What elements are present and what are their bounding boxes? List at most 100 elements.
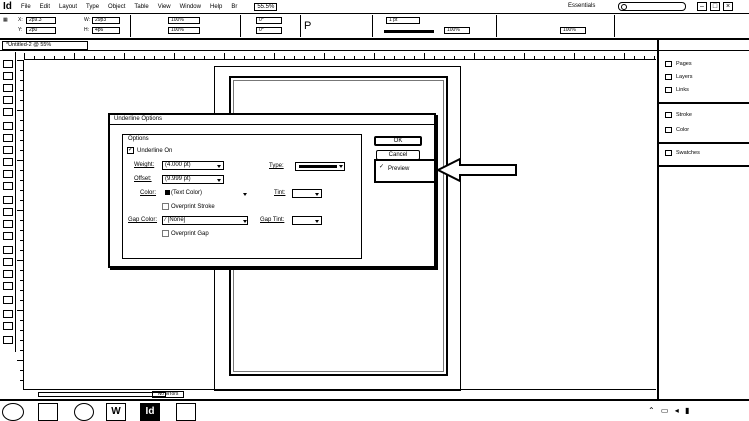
shear-field[interactable]: 0° <box>256 27 282 34</box>
menu-layout[interactable]: Layout <box>59 3 78 10</box>
start-icon[interactable] <box>2 403 24 421</box>
gap-tint-field[interactable] <box>292 216 322 225</box>
type-select[interactable] <box>295 162 345 171</box>
note-tool-icon[interactable] <box>3 246 13 254</box>
scissors-tool-icon[interactable] <box>3 196 13 204</box>
chevron-down-icon[interactable] <box>315 193 319 196</box>
pen-tool-icon[interactable] <box>3 146 13 154</box>
eyedropper-tool-icon[interactable] <box>3 258 13 266</box>
y-field[interactable]: 2p0 <box>26 27 56 34</box>
stroke-tint-field[interactable]: 100% <box>444 27 470 34</box>
menu-edit[interactable]: Edit <box>39 3 51 10</box>
preflight-status[interactable]: No errors <box>152 391 184 398</box>
color-select[interactable]: (Text Color) <box>162 189 248 198</box>
h-field[interactable]: 4p6 <box>92 27 120 34</box>
hand-tool-icon[interactable] <box>3 270 13 278</box>
menu-window[interactable]: Window <box>179 3 201 10</box>
ok-button[interactable]: OK <box>374 136 422 146</box>
gap-color-select[interactable]: ⁄ [None] <box>162 216 248 225</box>
panel-stroke[interactable]: Stroke <box>665 110 692 120</box>
menu-type[interactable]: Type <box>86 3 100 10</box>
formatting-container-icon[interactable] <box>3 310 13 318</box>
stroke-weight-field[interactable]: 1 pt <box>386 17 420 24</box>
menu-file[interactable]: File <box>21 3 31 10</box>
pencil-tool-icon[interactable] <box>3 158 13 166</box>
paint-icon[interactable] <box>176 403 196 421</box>
panel-links[interactable]: Links <box>665 85 689 95</box>
menu-help[interactable]: Help <box>209 3 223 10</box>
reference-point-icon[interactable]: ▦ <box>3 17 8 23</box>
screen-mode-icon[interactable] <box>3 336 13 344</box>
direct-selection-tool-icon[interactable] <box>3 72 13 80</box>
line-tool-icon[interactable] <box>3 134 13 142</box>
type-on-path-icon[interactable]: P <box>304 20 312 32</box>
overprint-gap-checkbox[interactable] <box>162 230 169 237</box>
scale-y-field[interactable]: 100% <box>168 27 200 34</box>
gradient-swatch-tool-icon[interactable] <box>3 220 13 228</box>
chevron-down-icon[interactable] <box>315 220 319 223</box>
offset-label: Offset: <box>134 176 152 182</box>
system-tray-icons[interactable]: ⌃ ▭ ◂ ▮ <box>648 406 692 415</box>
preview-checkbox[interactable]: ✓ <box>378 164 385 170</box>
search-input[interactable] <box>618 2 686 11</box>
word-icon[interactable]: W <box>106 403 126 421</box>
file-explorer-icon[interactable] <box>38 403 58 421</box>
ruler-tick <box>54 56 55 60</box>
ruler-tick <box>574 53 575 60</box>
minimize-icon[interactable]: – <box>697 2 707 11</box>
panel-swatches[interactable]: Swatches <box>665 148 700 158</box>
close-icon[interactable]: × <box>723 2 733 11</box>
panel-pages[interactable]: Pages <box>665 59 692 69</box>
menu-object[interactable]: Object <box>108 3 126 10</box>
preview-label: Preview <box>388 166 410 172</box>
menu-table[interactable]: Table <box>134 3 149 10</box>
options-group <box>122 134 362 259</box>
weight-field[interactable]: (4.000 pt) <box>162 161 224 170</box>
bridge-icon[interactable]: Br <box>231 3 238 10</box>
horizontal-scrollbar[interactable] <box>38 392 166 397</box>
chrome-icon[interactable] <box>74 403 94 421</box>
fill-stroke-icon[interactable] <box>3 296 13 304</box>
gap-tool-icon[interactable] <box>3 96 13 104</box>
selection-tool-icon[interactable] <box>3 60 13 68</box>
indesign-icon[interactable]: Id <box>140 403 160 421</box>
chevron-down-icon[interactable] <box>339 165 343 168</box>
maximize-icon[interactable]: □ <box>710 2 720 11</box>
x-field[interactable]: 2p9.3 <box>26 17 56 24</box>
overprint-stroke-checkbox[interactable] <box>162 203 169 210</box>
zoom-tool-icon[interactable] <box>3 282 13 290</box>
ruler-tick <box>474 53 475 60</box>
free-transform-tool-icon[interactable] <box>3 208 13 216</box>
gradient-feather-tool-icon[interactable] <box>3 232 13 240</box>
workspace-switcher[interactable]: Essentials <box>568 3 596 9</box>
rectangle-frame-tool-icon[interactable] <box>3 170 13 178</box>
apply-color-icon[interactable] <box>3 322 13 330</box>
w-field[interactable]: 29p3 <box>92 17 120 24</box>
panel-color[interactable]: Color <box>665 125 689 135</box>
page-tool-icon[interactable] <box>3 84 13 92</box>
zoom-level[interactable]: 55.5% <box>254 2 278 11</box>
type-tool-icon[interactable] <box>3 122 13 130</box>
dialog-title[interactable]: Underline Options <box>110 115 434 125</box>
content-collector-icon[interactable] <box>3 108 13 116</box>
ruler-tick <box>204 56 205 60</box>
chevron-down-icon[interactable] <box>243 220 247 223</box>
ruler-tick <box>17 160 24 161</box>
tint-field[interactable] <box>292 189 322 198</box>
panel-layers[interactable]: Layers <box>665 72 693 82</box>
stroke-type-swatch[interactable] <box>384 30 434 33</box>
document-tab[interactable]: *Untitled-2 @ 55% <box>2 41 88 50</box>
chevron-down-icon[interactable] <box>217 165 221 168</box>
chevron-down-icon[interactable] <box>217 179 221 182</box>
rectangle-tool-icon[interactable] <box>3 182 13 190</box>
opacity-field[interactable]: 100% <box>560 27 586 34</box>
chevron-down-icon[interactable] <box>243 193 247 196</box>
offset-field[interactable]: (9.999 pt) <box>162 175 224 184</box>
rotate-field[interactable]: 0° <box>256 17 282 24</box>
ruler-tick <box>264 56 265 60</box>
underline-on-checkbox[interactable]: ✓ <box>127 147 134 154</box>
ruler-tick <box>504 56 505 60</box>
scale-x-field[interactable]: 100% <box>168 17 200 24</box>
panel-dock-header[interactable] <box>659 40 749 51</box>
menu-view[interactable]: View <box>157 3 171 10</box>
